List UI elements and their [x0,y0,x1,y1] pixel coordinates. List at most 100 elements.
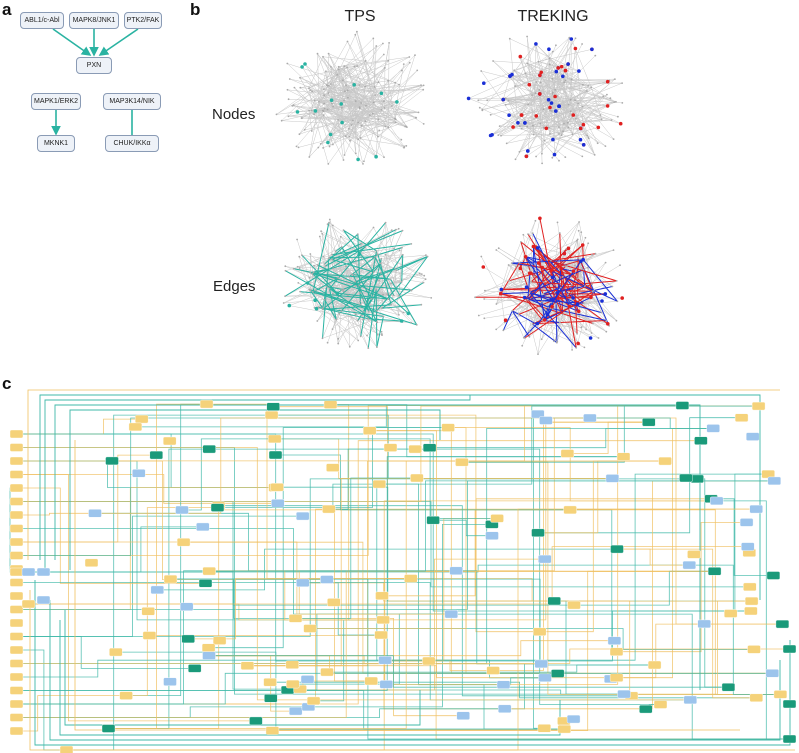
network-node [348,276,350,278]
network-node [576,277,579,280]
node-mapk1: MAPK1/ERK2 [31,93,81,110]
pathway-node [485,531,499,540]
highlighted-edge [559,232,564,315]
network-node [558,232,561,234]
pathway-node [163,574,178,584]
highlighted-node [549,101,554,105]
network-edge [491,90,588,136]
network-node [621,82,623,84]
network-node [381,307,383,310]
pathway-node [583,413,597,423]
pathway-node [560,449,575,458]
network-node [350,124,353,126]
network-node [347,96,349,99]
connector-line [49,600,781,741]
network-node [313,113,315,116]
highlighted-edge [390,278,418,326]
highlighted-node [523,121,527,125]
highlighted-edge [341,246,372,300]
network-edge [347,41,396,123]
network-node [535,155,537,158]
network-edge [332,102,362,145]
network-node [342,159,345,161]
network-node [327,84,330,87]
node-ptk2: PTK2/FAK [124,12,162,29]
pathway-node [531,528,545,537]
connector-line [29,546,749,605]
network-node [484,289,486,292]
highlighted-edge [367,289,377,349]
network-node [338,312,341,315]
network-node [410,289,413,292]
highlighted-node [605,79,610,84]
network-node [398,83,400,86]
pathway-node [202,651,216,660]
pathway-node [296,511,310,521]
pathway-node [538,554,552,564]
panel-c-diagram [9,389,797,753]
highlighted-edge [524,290,595,339]
network-edge [388,298,412,323]
highlighted-node [550,304,554,309]
highlighted-edge [531,281,572,286]
network-node [296,238,298,241]
network-edge [321,233,326,267]
network-node [387,298,390,300]
highlighted-node [303,62,307,66]
network-node [526,62,529,65]
network-node [585,328,587,331]
highlighted-node [606,322,610,326]
highlighted-edge [509,259,584,282]
network-node [526,298,529,301]
network-edge [348,86,366,129]
network-node [365,104,367,107]
network-node [599,114,602,116]
network-node [400,69,403,72]
network-edge [500,249,614,294]
network-node [514,85,517,87]
network-node [571,283,573,286]
highlighted-edge [331,259,374,273]
network-edge [345,136,377,157]
network-node [373,86,376,88]
pathway-node [744,596,759,606]
network-node [325,84,328,86]
highlighted-edge [348,256,376,278]
network-node [359,300,361,303]
network-node [555,278,558,281]
network-node [327,92,330,94]
network-edge [554,96,599,128]
network-edge [520,56,530,85]
network-edge [567,265,594,291]
highlighted-edge [582,244,584,260]
network-node [563,123,565,125]
pathway-node [404,574,418,583]
network-node [308,109,310,112]
network-edge [546,58,550,129]
network-node [298,267,301,270]
network-node [329,83,332,85]
highlighted-node [326,140,330,145]
highlighted-edge [554,292,578,305]
network-edge [327,60,366,143]
network-edge [304,63,327,86]
pathway-node [128,422,143,432]
row-header-nodes: Nodes [212,106,256,123]
pathway-node [175,505,189,515]
network-node [310,130,313,132]
connector-line [69,409,441,570]
network-node [551,77,554,80]
highlighted-edge [574,288,578,334]
network-node [410,321,413,324]
network-node [615,280,618,282]
network-node [615,100,617,103]
network-edge [388,247,403,300]
connector-line [379,405,760,485]
network-node [400,138,403,141]
network-node [362,318,364,321]
highlighted-edge [525,256,557,304]
network-node [346,66,348,68]
network-edge [527,110,553,152]
network-edge [313,265,383,335]
pathway-node [455,458,469,467]
